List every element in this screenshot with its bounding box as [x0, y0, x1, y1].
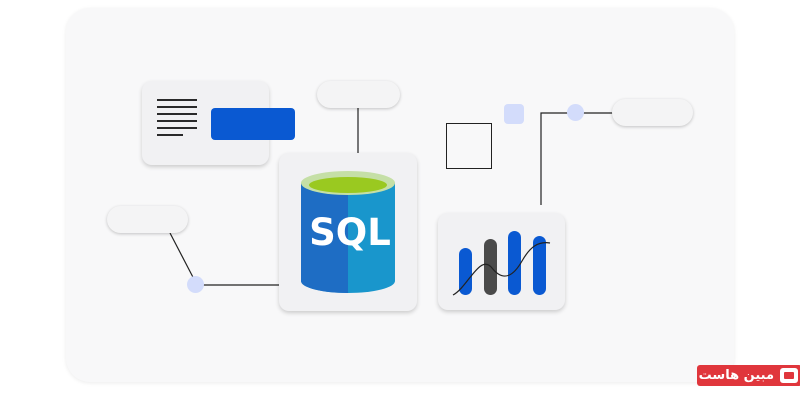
brand-name: مبین هاست: [698, 368, 774, 383]
text-lines-icon: [157, 99, 197, 141]
outlined-square-shape: [446, 123, 492, 169]
brand-logo-icon: [780, 368, 798, 383]
database-icon: [301, 171, 395, 293]
chart-tile: [438, 213, 565, 310]
sql-label: SQL: [309, 211, 391, 254]
label-pill-right: [612, 99, 693, 126]
connector-dot-right: [567, 104, 584, 121]
label-pill-left: [107, 206, 188, 233]
bar-chart-icon: [452, 231, 551, 296]
label-pill-top: [317, 81, 400, 108]
document-tile: [142, 81, 295, 165]
database-tile: SQL: [279, 153, 417, 311]
small-square-shape: [504, 104, 524, 124]
brand-watermark: مبین هاست: [697, 365, 800, 386]
connector-dot-left: [187, 276, 204, 293]
blue-block: [211, 108, 295, 140]
